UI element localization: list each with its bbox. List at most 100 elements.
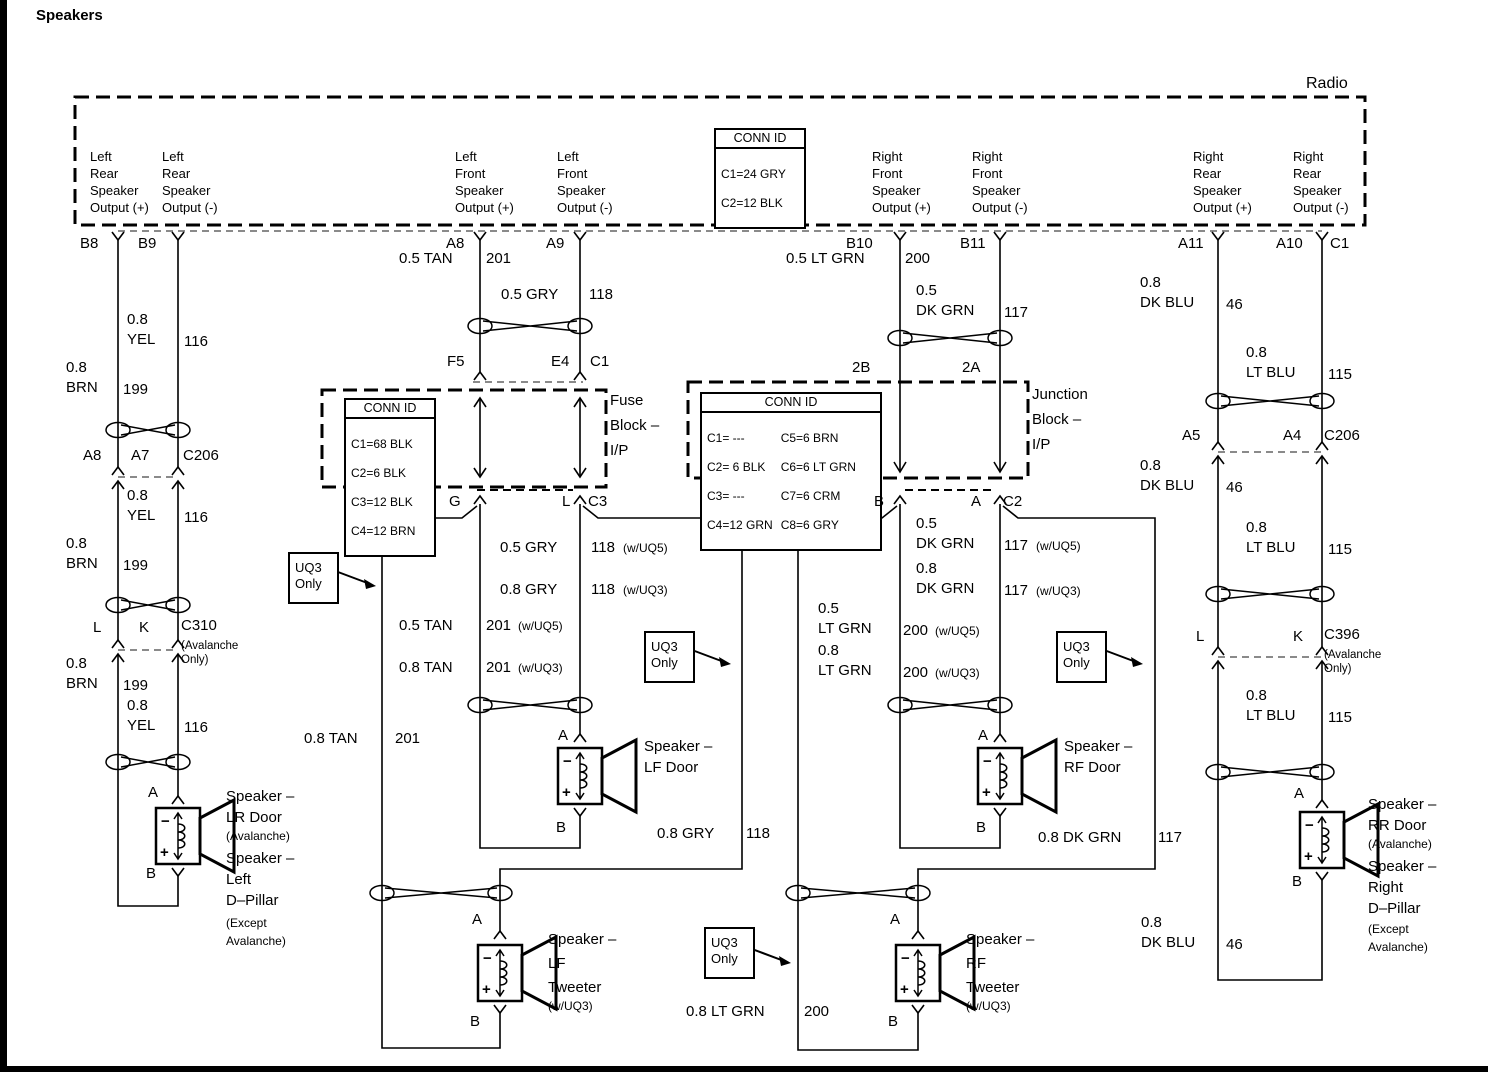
circuit-number: 117 [1004, 304, 1028, 321]
wire-label: 0.5 TAN [399, 617, 453, 634]
circuit-number: 118 [591, 539, 615, 556]
connector-note: (Avalanche Only) [1324, 649, 1382, 675]
circuit-number: 116 [184, 333, 208, 350]
wire-label: 0.8 GRY [657, 825, 715, 842]
circuit-number: 199 [123, 381, 149, 398]
wire-label: 0.8 BRN [66, 535, 98, 572]
circuit-number: 201 [486, 659, 512, 676]
pin-label: A10 [1276, 235, 1303, 252]
fuse-conn-id-box: CONN ID C1=68 BLK C2=6 BLK C3=12 BLK C4=… [344, 398, 436, 557]
circuit-number: 199 [123, 557, 149, 574]
connector-id-label: C206 [183, 447, 219, 464]
speaker-symbols: − + − + − + [154, 737, 1380, 1012]
connector-id-label: C1 [590, 353, 610, 370]
pin-label: A4 [1283, 427, 1302, 444]
minus-sign: − [483, 950, 492, 967]
twisted-pair-icon [467, 317, 593, 335]
wire-label: 0.8 GRY [500, 581, 558, 598]
terminal-label: A [558, 727, 569, 744]
wire-lf-tweeter-branch [381, 505, 743, 1049]
wire-label: 0.5 TAN [399, 250, 453, 267]
twisted-pair-icon [887, 329, 1013, 347]
pin-label: 2B [852, 359, 871, 376]
wire-rf-top [899, 240, 1001, 472]
twisted-pair-icon [105, 596, 191, 614]
junction-conn-id-box: CONN ID C1= --- C2= 6 BLK C3= --- C4=12 … [700, 392, 882, 551]
speaker-name: Speaker – LF Tweeter [548, 931, 617, 996]
connector-dashed-lines [118, 230, 1322, 658]
pin-label: F5 [447, 353, 465, 370]
radio-output-label: Right Front Speaker Output (-) [972, 149, 1028, 215]
speaker-note: (w/UQ3) [966, 999, 1011, 1013]
uq3-only-box: UQ3 Only [1056, 631, 1107, 683]
conn-id-row: C4=12 BRN [351, 523, 416, 538]
circuit-number: 200 [903, 664, 929, 681]
conn-id-row: C1=68 BLK [351, 436, 413, 451]
circuit-number: 118 [746, 825, 770, 842]
radio-output-label: Left Front Speaker Output (+) [455, 149, 514, 215]
circuit-number: 200 [804, 1003, 830, 1020]
c310-chevrons [111, 638, 185, 663]
terminal-label: A [890, 911, 901, 928]
wire-rf-main [899, 504, 1001, 849]
radio-label: Radio [1306, 75, 1348, 92]
terminal-label: A [1294, 785, 1305, 802]
circuit-number: 200 [905, 250, 931, 267]
conn-id-row: C2= 6 BLK [707, 459, 766, 474]
pin-label: 2A [962, 359, 981, 376]
radio-pin-chevrons [111, 231, 1329, 242]
twisted-pair-icon [1205, 392, 1335, 410]
minus-sign: − [563, 753, 572, 770]
conn-id-row: C7=6 CRM [780, 488, 841, 503]
speaker-note: (Avalanche) [226, 829, 290, 843]
circuit-number: 201 [486, 617, 512, 634]
speaker-icon-lf-tweeter: − + [476, 934, 558, 1012]
minus-sign: − [901, 950, 910, 967]
conn-id-title: CONN ID [346, 400, 434, 419]
speaker-icon-lr: − + [154, 797, 236, 875]
connector-id-label: C1 [1330, 235, 1350, 252]
speaker-name: Speaker – Left D–Pillar [226, 850, 295, 909]
option-note: (w/UQ5) [935, 624, 980, 638]
junction-block-arrowheads [893, 461, 1007, 474]
c396-chevrons [1211, 645, 1329, 670]
speaker-icon-rf-door: − + [976, 737, 1058, 815]
circuit-number: 46 [1226, 936, 1243, 953]
circuit-number: 199 [123, 677, 149, 694]
terminal-label: A [472, 911, 483, 928]
junction-bottom-chevrons [893, 494, 1007, 505]
uq3-arrow-icon [337, 571, 376, 589]
circuit-number: 118 [591, 581, 615, 598]
speaker-a-chevrons [171, 732, 1329, 940]
terminal-label: B [470, 1013, 481, 1030]
circuit-number: 200 [903, 622, 929, 639]
speaker-b-chevrons [171, 807, 1329, 1015]
pin-label: A8 [446, 235, 465, 252]
uq3-only-box: UQ3 Only [288, 552, 339, 604]
uq3-arrow-icon [751, 948, 791, 966]
circuit-number: 118 [589, 286, 613, 303]
pin-label: A5 [1182, 427, 1201, 444]
circuit-number: 46 [1226, 296, 1243, 313]
conn-id-row: C5=6 BRN [780, 430, 839, 445]
twisted-pair-icon [1205, 763, 1335, 781]
radio-output-label: Right Rear Speaker Output (-) [1293, 149, 1349, 215]
plus-sign: + [562, 784, 571, 801]
fuse-block-name: Fuse Block – I/P [610, 392, 660, 459]
page-title: Speakers [36, 7, 103, 24]
option-note: (w/UQ3) [1036, 584, 1081, 598]
terminal-label: B [976, 819, 987, 836]
wire-left-rear [117, 240, 179, 907]
connector-id-label: C2 [1003, 493, 1023, 510]
pin-label: L [562, 493, 571, 510]
pin-label: A8 [83, 447, 102, 464]
circuit-number: 115 [1328, 709, 1352, 726]
wire-label: 0.8 BRN [66, 655, 98, 692]
wire-label: 0.8 LT BLU [1246, 687, 1296, 724]
pin-label: B9 [138, 235, 157, 252]
wire-label: 0.8 DK GRN [1038, 829, 1122, 846]
uq3-arrow-icon [691, 649, 731, 667]
wire-label: 0.8 YEL [127, 697, 156, 734]
circuit-number: 117 [1004, 582, 1028, 599]
wire-label: 0.8 LT BLU [1246, 519, 1296, 556]
